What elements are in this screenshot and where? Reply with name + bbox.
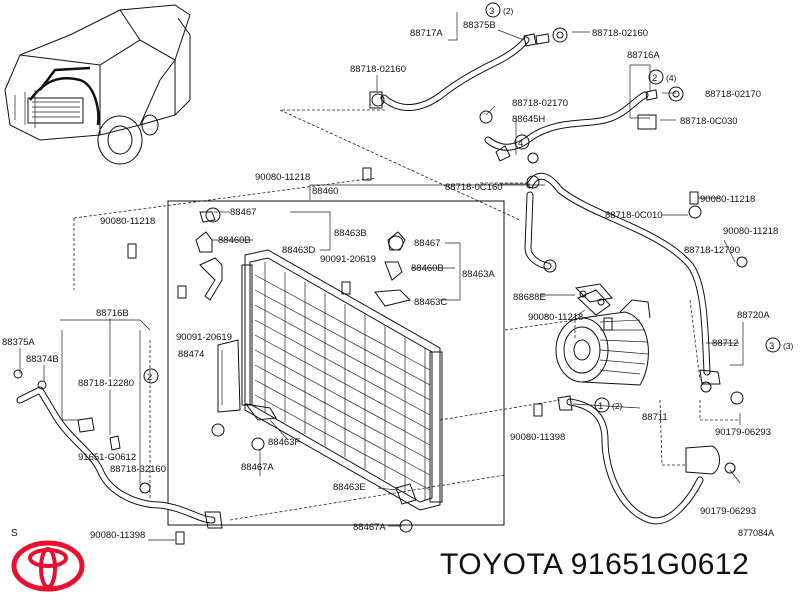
callout-circle-3b [765,337,781,353]
label-88467A-b: 88467A [353,522,386,533]
label-88718-0C010: 88718-0C010 [605,210,663,221]
label-88718-0C030: 88718-0C030 [680,116,738,127]
label-88463B: 88463B [334,228,367,239]
label-88467A-a: 88467A [241,462,274,473]
label-88718-02170-b: 88718-02170 [512,98,568,109]
label-90091-20619-b: 90091-20619 [176,332,232,343]
leader-lines [19,12,744,541]
hose-88711 [557,381,736,525]
routing-lines [73,109,740,521]
label-88463A: 88463A [462,269,495,280]
label-88716A: 88716A [627,50,660,61]
label-88467-b: 88467 [414,238,440,249]
label-88463C: 88463C [414,297,447,308]
truck-illustration [4,4,191,165]
callouts [143,2,781,413]
pipe-88712 [524,172,721,385]
label-88718-02160-a: 88718-02160 [592,28,648,39]
corner-mark: S [11,528,18,539]
toyota-logo [11,540,85,592]
label-88474: 88474 [178,349,204,360]
part-labels: 3 (2) 88717A 88375B 88718-02160 88718-02… [2,6,794,541]
callout-3b: 3 [769,341,774,352]
callout-3a-qty: (2) [503,6,514,16]
label-90080-11398-a: 90080-11398 [510,432,565,443]
label-88720A: 88720A [737,310,770,321]
callout-2a: 2 [652,73,657,84]
label-88467-a: 88467 [230,207,256,218]
label-88460B-b: 88460B [411,263,444,274]
label-90080-11218-d: 90080-11218 [723,226,778,237]
label-88375A: 88375A [2,337,35,348]
label-90179-06293-b: 90179-06293 [700,506,756,517]
callout-4: 4 [518,138,523,149]
label-88463E: 88463E [333,482,366,493]
label-88688E: 88688E [513,292,546,303]
label-88463D: 88463D [282,245,315,256]
label-88645H: 88645H [512,114,545,125]
callout-3b-qty: (3) [783,341,794,351]
label-88718-02170-a: 88718-02170 [705,89,761,100]
label-90080-11218-e: 90080-11218 [528,312,583,323]
label-91651-G0612: 91651-G0612 [78,452,136,463]
compressor [555,289,651,386]
label-88460B-a: 88460B [218,235,251,246]
label-90179-06293-a: 90179-06293 [715,427,771,438]
callout-circle-2b [143,368,159,384]
callout-1: 1 [598,401,603,412]
label-90091-20619-a: 90091-20619 [320,254,376,265]
label-88718-32160: 88718-32160 [110,464,166,475]
condenser-88460 [167,200,505,526]
suction-hose-88716A [479,86,684,164]
liquid-line-88716B [13,369,223,529]
label-88717A: 88717A [410,28,443,39]
label-88718-12280: 88718-12280 [78,378,134,389]
callout-2b: 2 [147,372,152,383]
label-88718-12790: 88718-12790 [684,245,740,256]
label-88374B: 88374B [26,354,59,365]
callout-1-qty: (2) [612,401,623,411]
label-88460: 88460 [312,186,338,197]
label-88711: 88711 [642,412,668,423]
label-90080-11218-a: 90080-11218 [255,172,310,183]
brand-part-title: TOYOTA 91651G0612 [440,548,750,581]
label-88375B: 88375B [463,20,496,31]
label-88712: 88712 [712,338,738,349]
label-88463F: 88463F [268,437,300,448]
callout-circle-1 [594,397,610,413]
callout-circle-4 [514,134,530,150]
brackets [195,205,748,533]
discharge-hose-88717A [369,27,568,112]
label-88718-02160-b: 88718-02160 [350,64,406,75]
label-90080-11398-b: 90080-11398 [90,530,145,541]
label-90080-11218-b: 90080-11218 [700,194,755,205]
callout-circle-2a [648,69,664,85]
callout-2a-qty: (4) [666,73,677,83]
label-88716B: 88716B [96,308,129,319]
bolts [127,167,699,545]
callout-3a: 3 [489,6,494,17]
callout-circle-3a [485,2,501,18]
label-88718-0C160: 88718-0C160 [445,182,503,193]
label-90080-11218-c: 90080-11218 [100,216,155,227]
diagram-code: 877084A [738,528,775,538]
